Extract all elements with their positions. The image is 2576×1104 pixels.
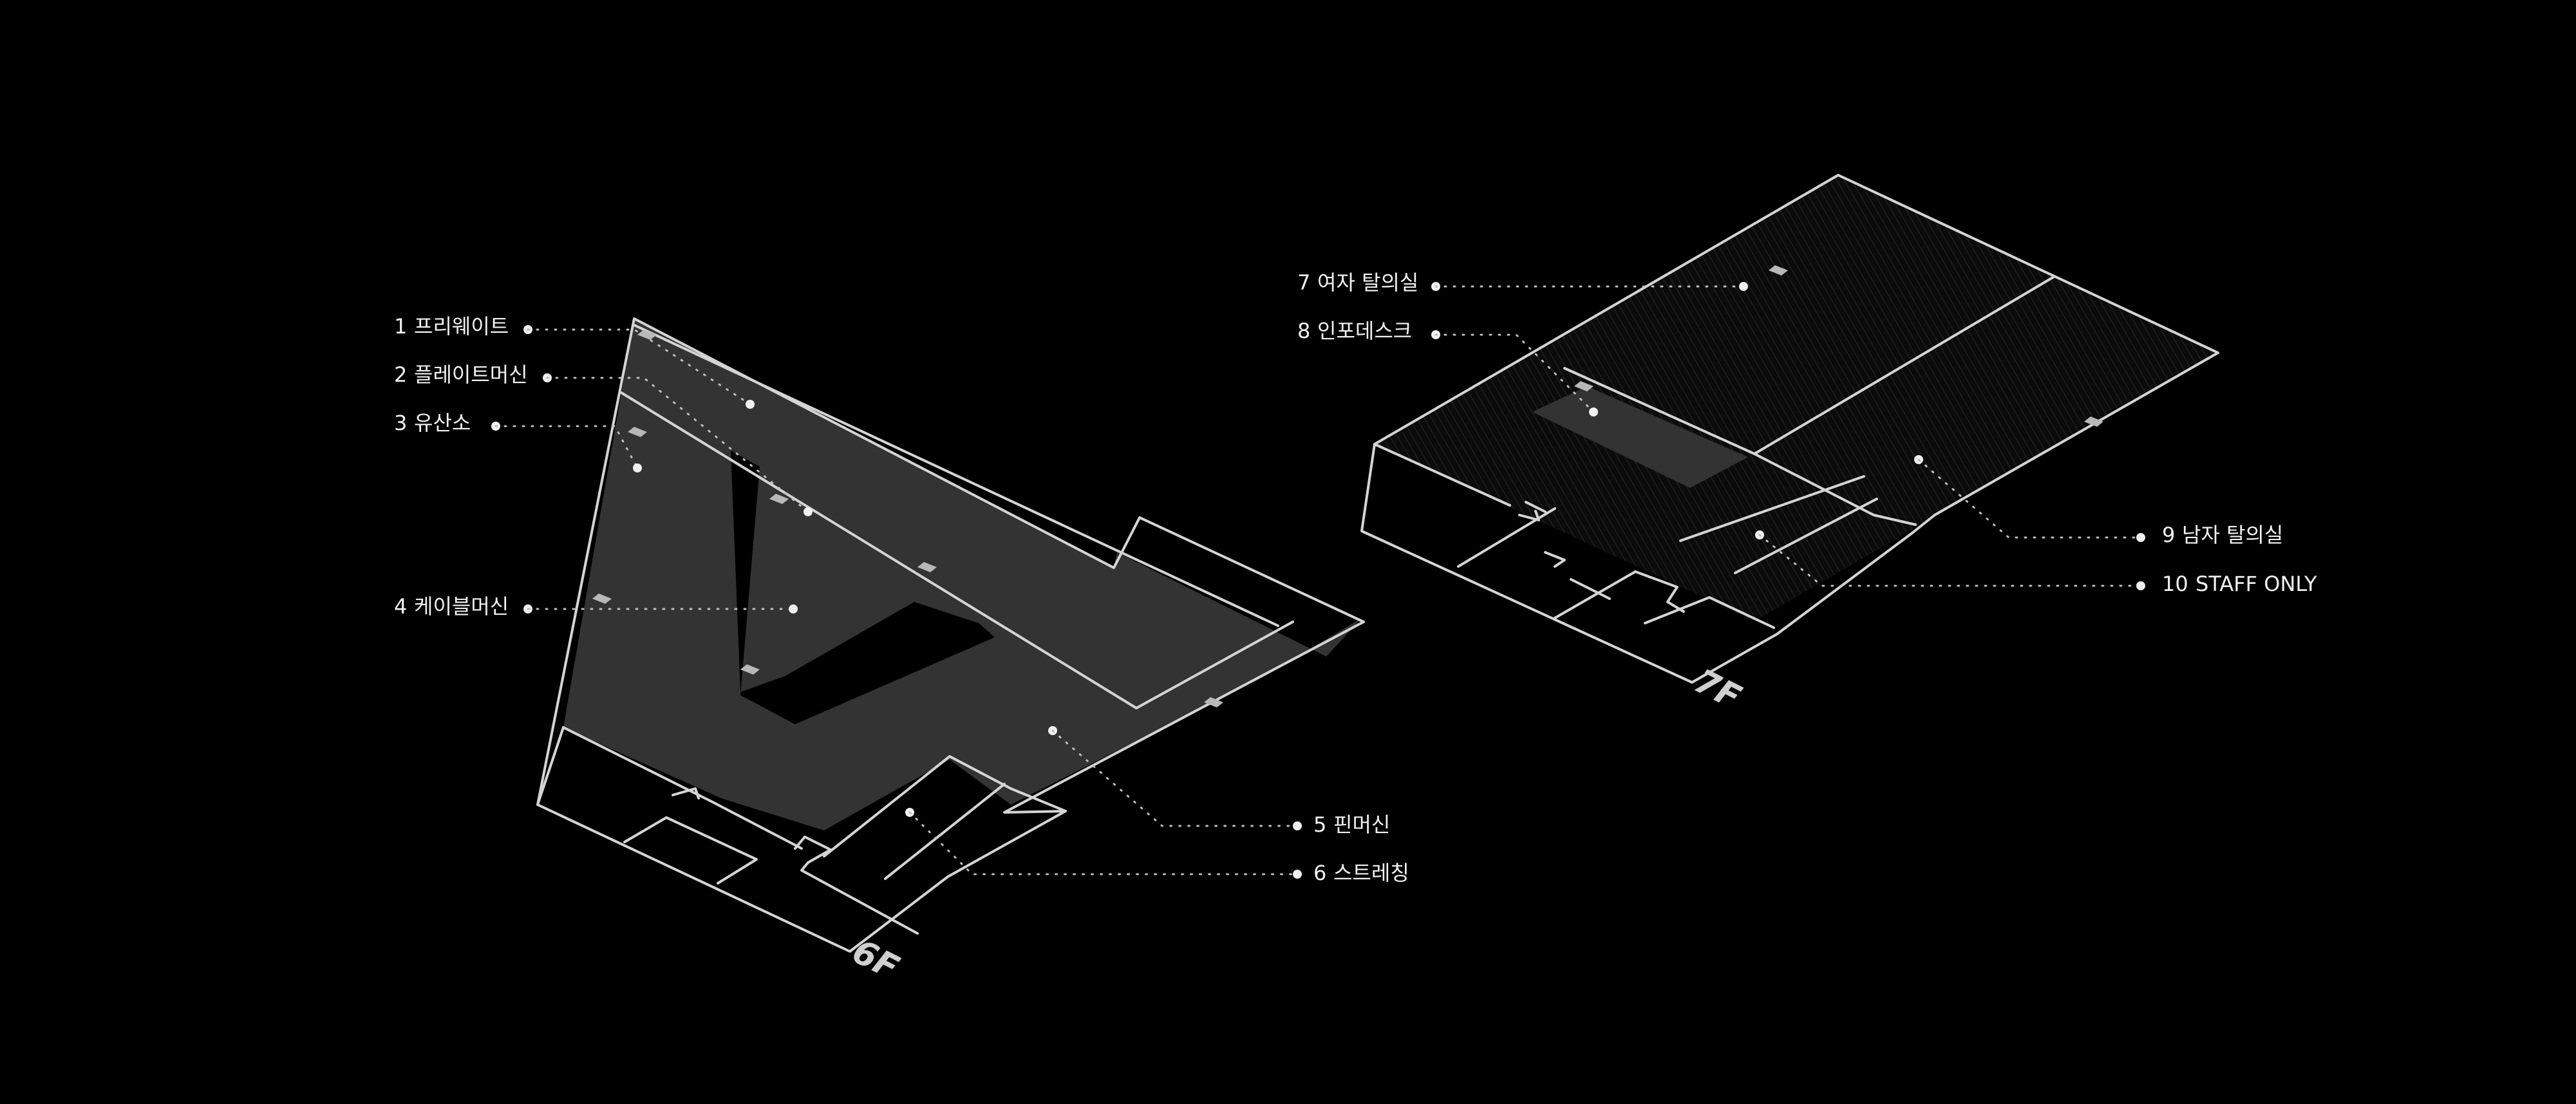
callout-1-label: 프리웨이트 <box>414 314 509 339</box>
floor-7f-plan: 7F <box>1360 174 2219 717</box>
callout-6-label: 스트레칭 <box>1333 861 1409 885</box>
callout-7-number: 7 <box>1297 270 1310 295</box>
floor-7f-inner-walls <box>1373 443 1511 507</box>
callout-5: 5 핀머신 <box>1048 726 1390 837</box>
callout-8-label: 인포데스크 <box>1317 319 1412 343</box>
callout-10-label: STAFF ONLY <box>2195 572 2317 596</box>
floor-6f-plan: 6F <box>536 317 1365 987</box>
floor-6f-outline <box>536 317 1365 953</box>
callout-5-number: 5 <box>1313 812 1326 837</box>
callout-1-number: 1 <box>394 314 407 339</box>
callout-8: 8 인포데스크 <box>1297 319 1598 416</box>
floor-7f-tag: 7F <box>1688 662 1747 717</box>
callout-3-label: 유산소 <box>414 411 471 435</box>
floor-6f-slab <box>563 319 1362 830</box>
callout-1: 1 프리웨이트 <box>394 314 755 409</box>
floor-6f-void <box>731 451 995 724</box>
callout-6: 6 스트레칭 <box>905 808 1409 885</box>
callout-9: 9 남자 탈의실 <box>1914 455 2283 547</box>
callout-8-number: 8 <box>1297 319 1310 343</box>
callout-10-number: 10 <box>2162 572 2188 596</box>
callout-3-number: 3 <box>394 411 407 435</box>
floor-6f-tag: 6F <box>846 932 905 987</box>
callout-4: 4 케이블머신 <box>394 594 798 619</box>
callout-2-number: 2 <box>394 362 407 387</box>
floor-7f-outline <box>1360 174 2219 684</box>
callout-7-label: 여자 탈의실 <box>1317 270 1418 295</box>
floor-6f-inner-walls <box>620 391 1294 709</box>
callout-6-number: 6 <box>1313 861 1326 885</box>
callout-2: 2 플레이트머신 <box>394 362 813 516</box>
floor-7f-info-desk-area <box>1532 386 1748 488</box>
callouts: 1 프리웨이트 2 플레이트머신 3 유산소 4 케이블머신 <box>394 270 2317 885</box>
callout-10: 10 STAFF ONLY <box>1755 530 2317 596</box>
callout-9-number: 9 <box>2162 523 2175 547</box>
callout-7: 7 여자 탈의실 <box>1297 270 1748 295</box>
floor-7f-hatched-area <box>1375 175 2218 621</box>
callout-4-number: 4 <box>394 594 407 619</box>
callout-2-label: 플레이트머신 <box>414 362 528 387</box>
callout-4-label: 케이블머신 <box>414 594 509 619</box>
callout-9-label: 남자 탈의실 <box>2182 523 2283 547</box>
callout-3: 3 유산소 <box>394 411 642 472</box>
callout-5-label: 핀머신 <box>1333 812 1390 837</box>
